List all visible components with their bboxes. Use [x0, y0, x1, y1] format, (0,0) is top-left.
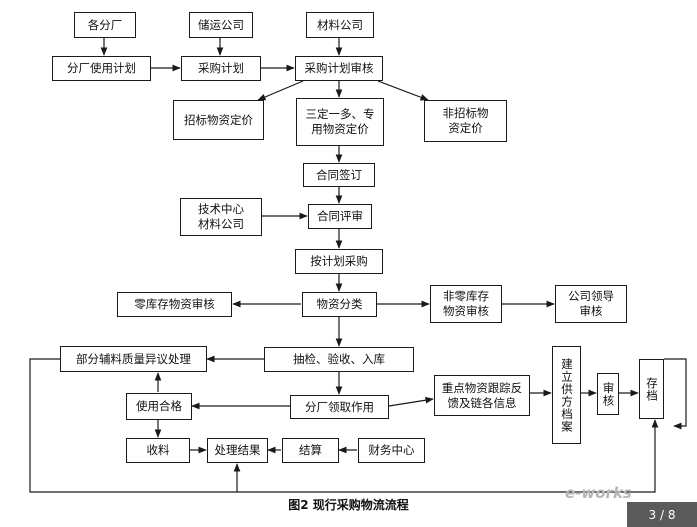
box-non-zero-stock-review: 非零库存 物资审核	[430, 285, 502, 323]
box-purchase-plan: 采购计划	[181, 56, 261, 81]
box-contract-review: 合同评审	[308, 204, 372, 229]
box-plant-use-plan: 分厂使用计划	[52, 56, 151, 81]
box-plant-requisition: 分厂领取作用	[290, 395, 389, 419]
box-storage-company: 储运公司	[189, 12, 253, 38]
box-zero-stock-review: 零库存物资审核	[117, 292, 232, 317]
arrow-requisition-to-key	[388, 396, 434, 407]
box-quality-objection: 部分辅料质量异议处理	[60, 346, 207, 372]
box-tech-center: 技术中心 材料公司	[180, 198, 262, 236]
figure-caption: 图2 现行采购物流流程	[288, 498, 409, 512]
box-receive-materials: 收料	[126, 438, 190, 463]
box-non-tender-pricing: 非招标物 资定价	[424, 100, 507, 142]
box-material-classification: 物资分类	[302, 292, 377, 317]
loop-archive-top	[664, 358, 687, 430]
box-purchase-by-plan: 按计划采购	[295, 249, 383, 274]
page-indicator[interactable]: 3 / 8	[627, 502, 697, 527]
box-tender-pricing: 招标物资定价	[173, 100, 264, 140]
box-contract-signing: 合同签订	[303, 163, 375, 187]
box-company-leader-review: 公司领导 审核	[555, 285, 627, 323]
box-supplier-archive: 建立供方档案	[552, 346, 581, 444]
box-finance-center: 财务中心	[358, 438, 425, 463]
box-inspect-receive-store: 抽检、验收、入库	[264, 347, 414, 372]
box-key-material-tracking: 重点物资跟踪反 馈及链各信息	[434, 375, 530, 416]
box-purchase-plan-review: 采购计划审核	[295, 56, 383, 81]
arrow-review-to-tender	[257, 80, 304, 101]
loop-quality-to-archive	[29, 358, 659, 493]
box-materials-company: 材料公司	[306, 12, 374, 38]
box-settlement: 结算	[282, 438, 339, 463]
watermark-logo: e-works	[565, 484, 632, 502]
box-plants: 各分厂	[74, 12, 136, 38]
box-review: 审核	[597, 373, 619, 415]
box-special-pricing: 三定一多、专 用物资定价	[296, 98, 384, 146]
arrow-review-to-nontender	[377, 80, 429, 101]
box-qualified-use: 使用合格	[126, 393, 192, 420]
box-process-result: 处理结果	[207, 438, 268, 463]
box-archive: 存档	[639, 359, 664, 419]
